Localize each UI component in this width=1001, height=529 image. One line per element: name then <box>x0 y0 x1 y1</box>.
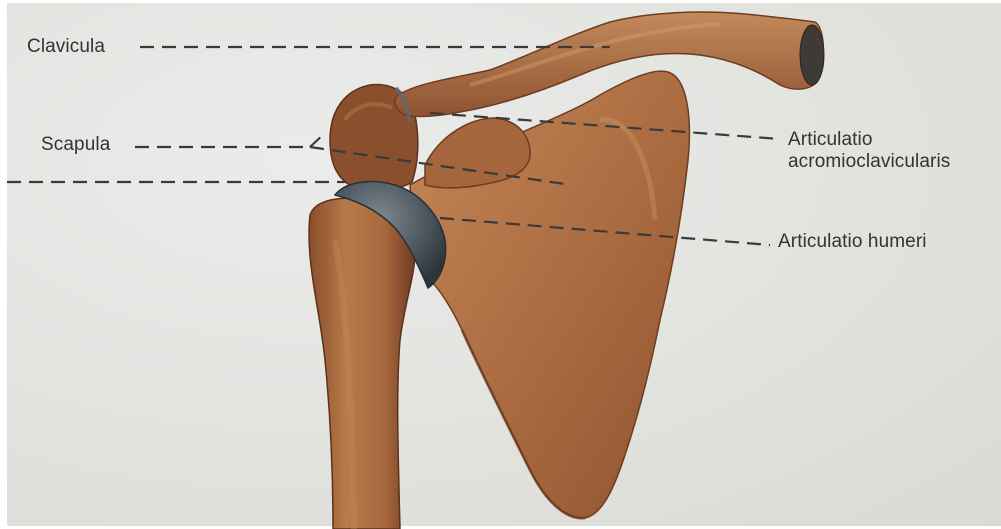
label-acromioclavicular-line2: acromioclavicularis <box>788 151 950 173</box>
humerus-bone <box>309 198 415 529</box>
label-scapula: Scapula <box>41 134 110 156</box>
label-clavicula: Clavicula <box>27 36 105 58</box>
label-acromioclavicular: Articulatio acromioclavicularis <box>788 129 950 173</box>
label-articulatio-humeri: Articulatio humeri <box>778 231 927 253</box>
clavicle-sternal-end <box>800 25 824 85</box>
scapula-leader-top <box>310 133 325 147</box>
label-acromioclavicular-line1: Articulatio <box>788 129 950 151</box>
